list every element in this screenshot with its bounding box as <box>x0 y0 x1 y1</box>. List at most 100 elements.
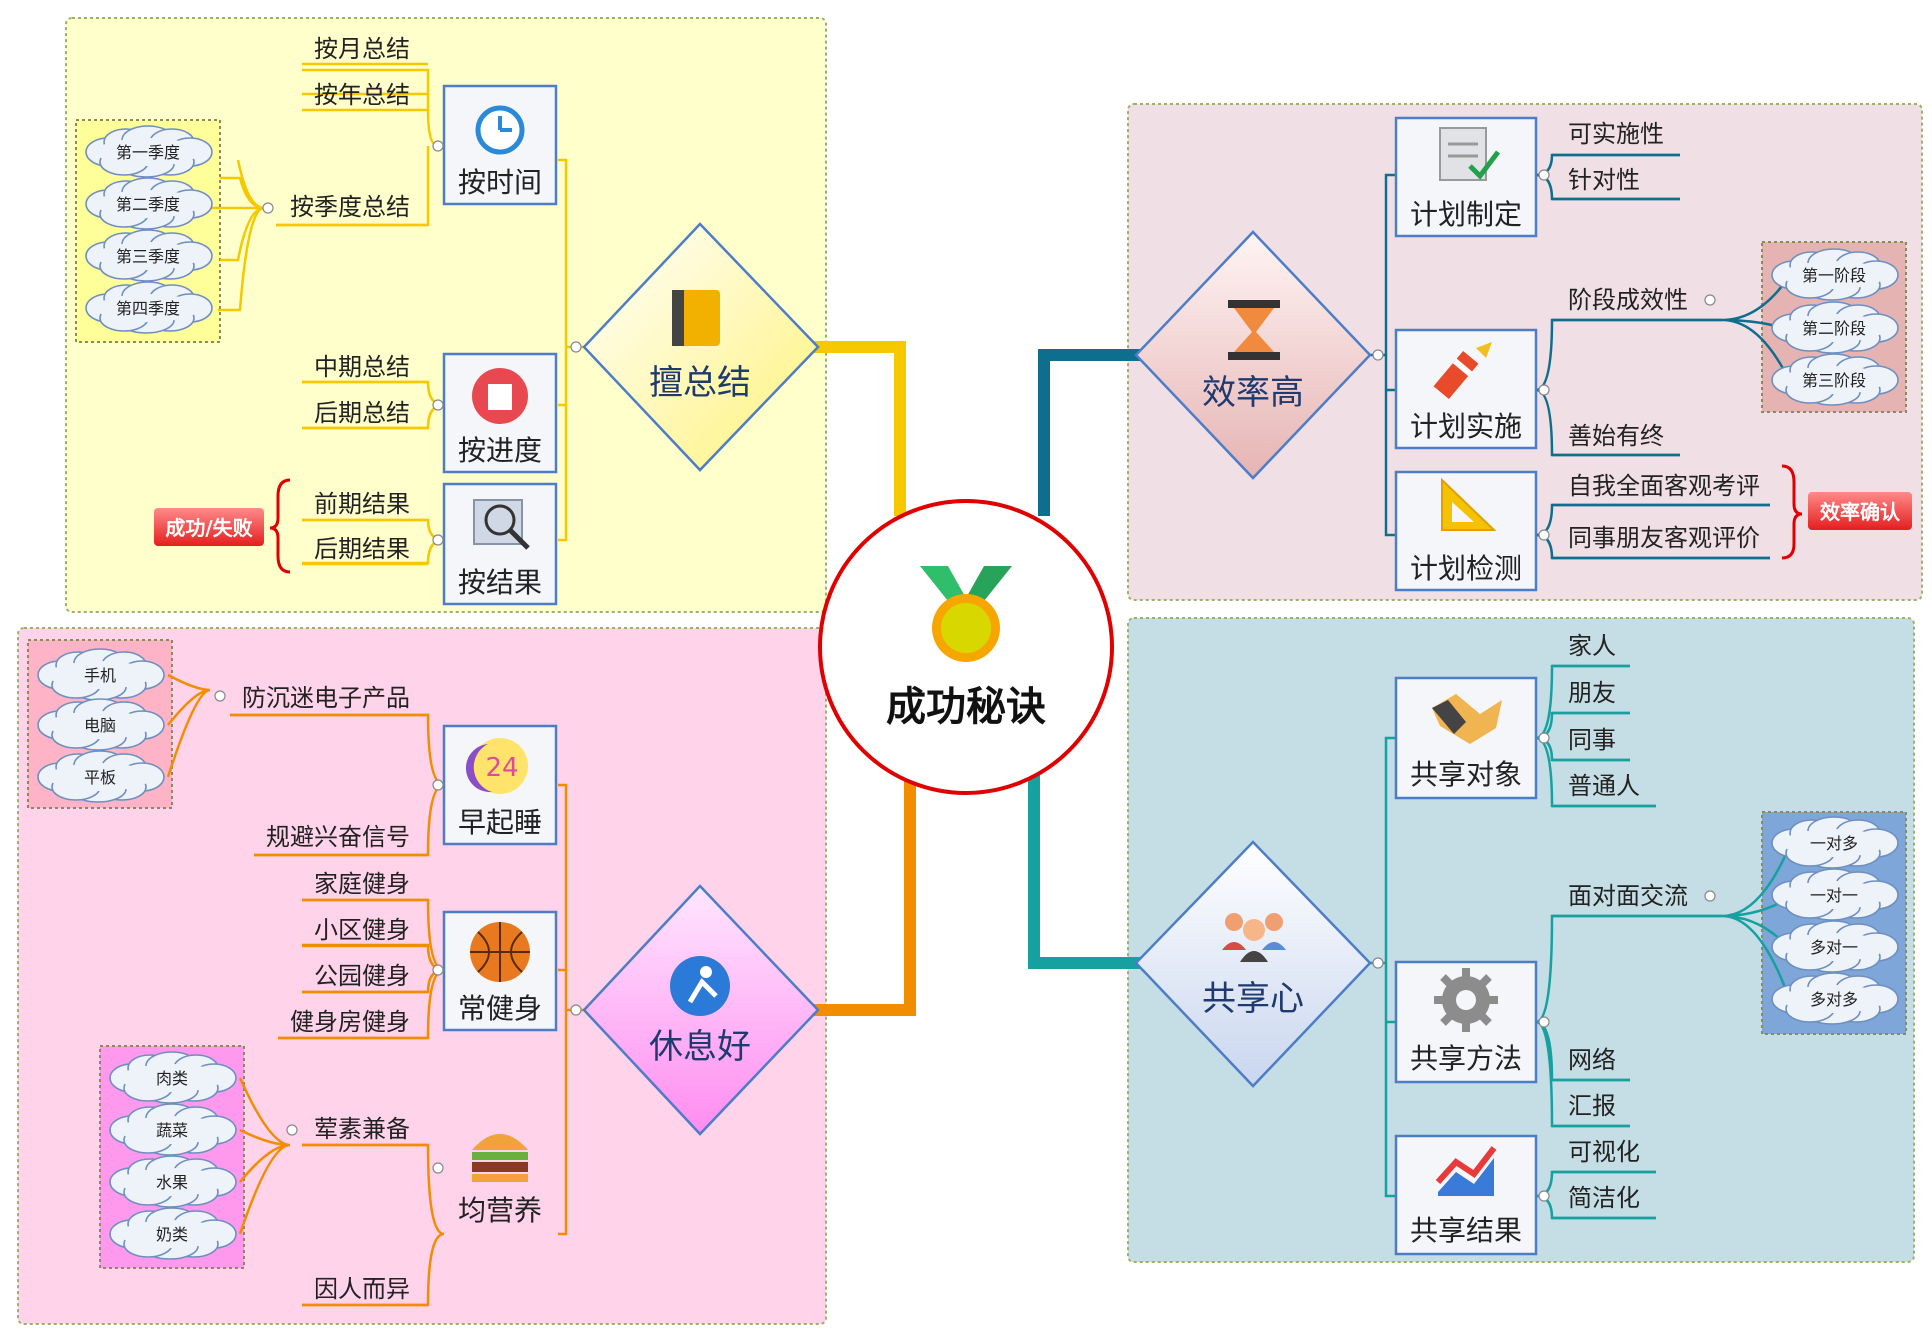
cloud-label: 平板 <box>84 768 116 787</box>
diamond-share[interactable]: 共享心 <box>1134 840 1372 1088</box>
cloud-node[interactable]: 第四季度 <box>85 281 213 334</box>
summary-label: 擅总结 <box>649 363 751 403</box>
nutrition-label: 均营养 <box>458 1194 542 1227</box>
efficiency-confirm-tag: 效率确认 <box>1808 492 1912 530</box>
rest-nutrition-item: 因人而异 <box>314 1275 410 1303</box>
eff-check-item: 自我全面客观考评 <box>1568 472 1760 500</box>
cloud-node[interactable]: 第一阶段 <box>1771 248 1899 301</box>
cloud-node[interactable]: 肉类 <box>109 1051 237 1104</box>
share-target-item: 家人 <box>1568 632 1616 660</box>
cloud-node[interactable]: 平板 <box>37 750 165 803</box>
by-time-label: 按时间 <box>458 166 542 199</box>
node-result[interactable]: 共享结果 <box>1394 1134 1538 1256</box>
eff-exec-item: 阶段成效性 <box>1568 286 1688 314</box>
eff-plan-item: 可实施性 <box>1568 120 1664 148</box>
share-result-item: 可视化 <box>1568 1138 1640 1166</box>
summary-result-item: 后期结果 <box>314 535 410 563</box>
cloud-label: 第三阶段 <box>1802 371 1866 390</box>
cloud-label: 多对多 <box>1810 990 1858 1009</box>
cloud-node[interactable]: 第二季度 <box>85 177 213 230</box>
cloud-node[interactable]: 多对多 <box>1771 972 1899 1025</box>
node-by-time[interactable]: 按时间 <box>442 84 558 206</box>
diamond-summary[interactable]: 擅总结 <box>582 222 820 472</box>
node-method[interactable]: 共享方法 <box>1394 960 1538 1084</box>
cloud-label: 奶类 <box>156 1225 188 1244</box>
main-connectors <box>812 341 1142 1016</box>
cloud-node[interactable]: 水果 <box>109 1155 237 1208</box>
check-label: 计划检测 <box>1410 552 1522 585</box>
rest-exercise-item: 健身房健身 <box>290 1008 410 1036</box>
summary-time-item: 按月总结 <box>314 35 410 63</box>
cloud-node[interactable]: 一对一 <box>1771 868 1899 921</box>
share-method-item: 网络 <box>1568 1046 1616 1074</box>
cloud-node[interactable]: 手机 <box>37 648 165 701</box>
rest-underlines <box>230 713 428 1307</box>
cloud-label: 第一阶段 <box>1802 266 1866 285</box>
node-execute[interactable]: 计划实施 <box>1394 328 1538 450</box>
cloud-node[interactable]: 奶类 <box>109 1207 237 1260</box>
cloud-label: 一对一 <box>1810 886 1858 905</box>
node-early[interactable]: 24 早起睡 <box>442 724 558 846</box>
medal-icon <box>920 566 1012 662</box>
cloud-node[interactable]: 电脑 <box>37 698 165 751</box>
share-target-item: 同事 <box>1568 726 1616 754</box>
diamond-efficiency[interactable]: 效率高 <box>1134 230 1372 480</box>
execute-label: 计划实施 <box>1410 410 1522 443</box>
node-plan[interactable]: 计划制定 <box>1394 116 1538 238</box>
cloud-label: 第三季度 <box>116 247 180 266</box>
cloud-label: 手机 <box>84 666 116 685</box>
result-brace <box>269 478 291 574</box>
share-label: 共享心 <box>1202 979 1304 1019</box>
cloud-node[interactable]: 蔬菜 <box>109 1103 237 1156</box>
region-summary <box>65 17 827 613</box>
rest-early-item: 防沉迷电子产品 <box>242 684 410 712</box>
node-exercise[interactable]: 常健身 <box>442 910 558 1032</box>
diamond-rest[interactable]: 休息好 <box>582 884 820 1136</box>
exercise-label: 常健身 <box>458 992 542 1025</box>
early-label: 早起睡 <box>458 806 542 839</box>
result-label: 共享结果 <box>1410 1214 1522 1247</box>
cloud-label: 第四季度 <box>116 299 180 318</box>
early-24: 24 <box>485 753 518 783</box>
cloud-label: 电脑 <box>84 716 116 735</box>
cloud-label: 肉类 <box>156 1069 188 1088</box>
region-share <box>1127 617 1915 1263</box>
cloud-label: 一对多 <box>1810 834 1858 853</box>
share-result-item: 简洁化 <box>1568 1184 1640 1212</box>
summary-underlines <box>276 62 428 566</box>
node-by-progress[interactable]: 按进度 <box>442 352 558 474</box>
node-nutrition[interactable]: 均营养 <box>444 1116 556 1234</box>
summary-time-item: 按季度总结 <box>290 193 410 221</box>
cloud-label: 第二季度 <box>116 195 180 214</box>
by-result-label: 按结果 <box>458 566 542 599</box>
cloud-node[interactable]: 一对多 <box>1771 816 1899 869</box>
summary-result-item: 前期结果 <box>314 490 410 518</box>
cloud-node[interactable]: 第三季度 <box>85 229 213 282</box>
cloud-node[interactable]: 第二阶段 <box>1771 301 1899 354</box>
node-target[interactable]: 共享对象 <box>1394 676 1538 800</box>
plan-label: 计划制定 <box>1410 198 1522 231</box>
share-target-item: 普通人 <box>1568 772 1640 800</box>
cloud-node[interactable]: 多对一 <box>1771 920 1899 973</box>
success-fail-tag: 成功/失败 <box>154 508 264 546</box>
target-label: 共享对象 <box>1410 758 1522 791</box>
node-check[interactable]: 计划检测 <box>1394 470 1538 592</box>
rest-label: 休息好 <box>649 1027 751 1067</box>
share-target-item: 朋友 <box>1568 679 1616 707</box>
node-by-result[interactable]: 按结果 <box>442 482 558 606</box>
center-label: 成功秘诀 <box>886 684 1046 730</box>
check-brace <box>1781 464 1803 560</box>
rest-exercise-item: 公园健身 <box>314 962 410 990</box>
by-progress-label: 按进度 <box>458 434 542 467</box>
share-underlines <box>1552 664 1722 1220</box>
svg-text:成功/失败: 成功/失败 <box>165 516 252 540</box>
rest-early-item: 规避兴奋信号 <box>266 823 410 851</box>
rest-exercise-item: 小区健身 <box>314 916 410 944</box>
cloud-label: 水果 <box>156 1173 188 1192</box>
rest-nutrition-item: 荤素兼备 <box>314 1115 410 1143</box>
summary-time-item: 按年总结 <box>314 81 410 109</box>
cloud-node[interactable]: 第三阶段 <box>1771 353 1899 406</box>
summary-progress-item: 后期总结 <box>314 399 410 427</box>
cloud-node[interactable]: 第一季度 <box>85 125 213 178</box>
